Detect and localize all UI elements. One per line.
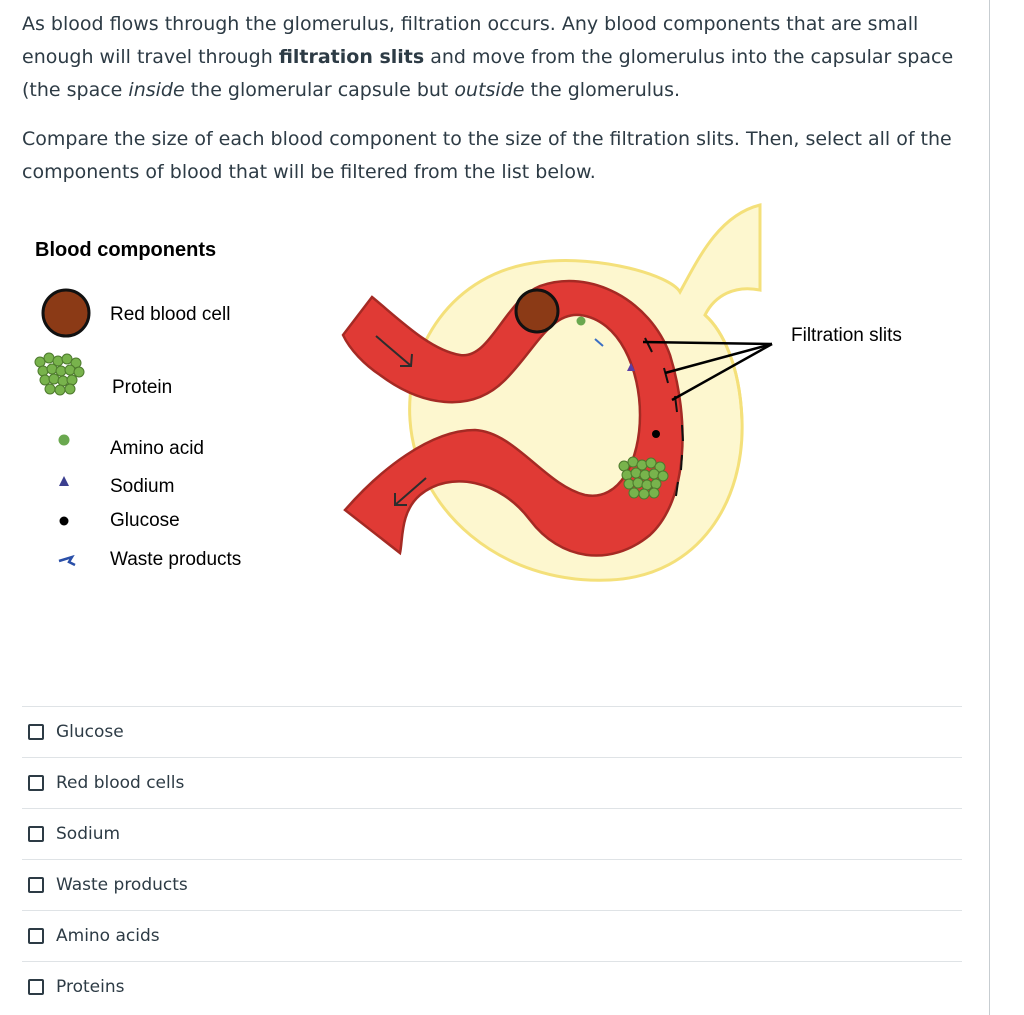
red-blood-cell-icon: [41, 288, 91, 338]
answer-option-red-blood-cells[interactable]: Red blood cells: [22, 757, 962, 808]
text-run: the glomerulus.: [524, 79, 681, 101]
question-text: As blood flows through the glomerulus, f…: [22, 8, 962, 189]
answer-option-glucose[interactable]: Glucose: [22, 706, 962, 757]
checkbox[interactable]: [28, 724, 44, 740]
checkbox[interactable]: [28, 877, 44, 893]
filtration-slits-callout-lines: [642, 340, 773, 402]
answer-label: Amino acids: [56, 926, 160, 946]
sodium-particle: [627, 363, 635, 371]
right-divider: [989, 0, 990, 1015]
filtration-slits-label: Filtration slits: [791, 325, 902, 346]
question-paragraph-2: Compare the size of each blood component…: [22, 128, 952, 183]
emphasis-outside: outside: [454, 79, 525, 101]
flow-in-arrow-icon: [375, 335, 413, 367]
green-dot-icon: [58, 434, 70, 446]
answer-label: Red blood cells: [56, 773, 185, 793]
legend-label-red-blood-cell: Red blood cell: [110, 304, 230, 325]
glomerulus-diagram: Blood components Red blood cell Protein …: [34, 203, 902, 582]
answer-label: Sodium: [56, 824, 121, 844]
text-run: and move from the glomerulus into the ca…: [22, 46, 954, 101]
legend-label-waste-products: Waste products: [110, 549, 241, 570]
flow-out-arrow-icon: [394, 477, 427, 506]
answer-list: Glucose Red blood cells Sodium Waste pro…: [22, 706, 962, 1012]
legend-label-protein: Protein: [112, 377, 172, 398]
checkbox[interactable]: [28, 979, 44, 995]
answer-label: Proteins: [56, 977, 125, 997]
answer-label: Glucose: [56, 722, 124, 742]
answer-label: Waste products: [56, 875, 188, 895]
checkbox[interactable]: [28, 928, 44, 944]
legend-title: Blood components: [35, 239, 216, 261]
legend-label-amino-acid: Amino acid: [110, 438, 204, 459]
text-run: As blood flows through the glomerulus, f…: [22, 13, 919, 68]
checkbox[interactable]: [28, 775, 44, 791]
question-paragraph-1: As blood flows through the glomerulus, f…: [22, 8, 962, 107]
amino-acid-particle: [576, 316, 586, 326]
answer-option-amino-acids[interactable]: Amino acids: [22, 910, 962, 961]
blue-squiggle-icon: [58, 554, 76, 567]
checkbox[interactable]: [28, 826, 44, 842]
protein-cluster-icon: [34, 352, 85, 396]
legend-label-glucose: Glucose: [110, 510, 180, 531]
text-run: the glomerular capsule but: [184, 79, 455, 101]
glucose-particle: [652, 430, 660, 438]
filtration-slits-term: filtration slits: [278, 46, 425, 68]
purple-triangle-icon: [59, 476, 69, 486]
filtration-slit-marks: [644, 337, 684, 497]
black-dot-icon: [59, 516, 69, 526]
emphasis-inside: inside: [128, 79, 185, 101]
answer-option-waste-products[interactable]: Waste products: [22, 859, 962, 910]
legend-label-sodium: Sodium: [110, 476, 174, 497]
answer-option-sodium[interactable]: Sodium: [22, 808, 962, 859]
waste-particle: [594, 338, 604, 347]
glomerulus-vessel: [341, 279, 684, 557]
red-blood-cell-in-vessel: [514, 288, 560, 334]
capsule-edge: [703, 313, 744, 421]
answer-option-proteins[interactable]: Proteins: [22, 961, 962, 1012]
